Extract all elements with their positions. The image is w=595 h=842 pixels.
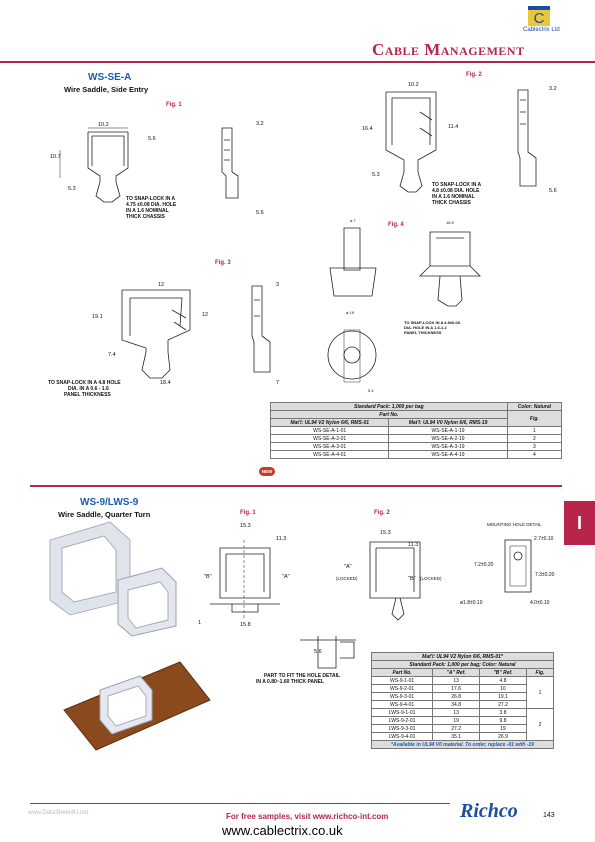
dim-label: 12	[158, 282, 165, 288]
dim-label: 11.3	[408, 542, 419, 548]
richco-logo: Richco	[460, 800, 518, 822]
dim-label: 18.4	[160, 380, 171, 386]
watermark: www.DataSheet4U.net	[28, 810, 89, 816]
fig-label: Fig. 2	[374, 510, 390, 516]
ws-9-spec-table: Mat'l: UL94 V2 Nylon 6/6, RMS-01* Standa…	[370, 652, 555, 749]
dim-label: 3	[276, 282, 280, 288]
new-badge: NEW	[259, 467, 275, 476]
dim-label: 15.3	[380, 530, 391, 536]
dim-label: "A"	[282, 574, 290, 580]
dim-label: 1	[198, 620, 202, 626]
dim-label: 2.7±0.10	[534, 536, 554, 542]
dim-label: 7	[276, 380, 280, 386]
dim-label: 11.4	[448, 124, 459, 130]
dim-label: (LOCKED)	[336, 576, 358, 581]
dim-label: 10.2	[408, 82, 419, 88]
dim-label: 5.6	[148, 136, 156, 142]
dim-label: 16.4	[362, 126, 373, 132]
fig-label: Fig. 2	[466, 72, 482, 78]
panel-note: PART TO FIT THE HOLE DETAIL IN A 0.80~1.…	[256, 673, 341, 685]
dim-label: (LOCKED)	[420, 576, 442, 581]
dim-label: ø 7	[350, 218, 356, 223]
fig-label: Fig. 1	[166, 102, 182, 108]
dim-label: 5.4	[368, 388, 374, 393]
svg-text:C: C	[534, 10, 545, 26]
dim-label: 5.6	[256, 210, 264, 216]
dim-label: "A"	[344, 564, 352, 570]
section-title-ws-se-a: WS-SE-A	[88, 72, 132, 83]
dim-label: 7.4	[108, 352, 116, 358]
section-subtitle-ws-se-a: Wire Saddle, Side Entry	[64, 85, 149, 94]
dim-label: 12	[202, 312, 209, 318]
dim-label: ø1.8±0.10	[460, 600, 483, 606]
footer-url: www.cablectrix.co.uk	[222, 823, 343, 838]
dim-label: 7.3±0.20	[535, 572, 555, 578]
dim-label: 4.0±0.10	[530, 600, 550, 606]
dim-label: 19.1	[92, 314, 103, 320]
footer-rule	[30, 803, 450, 804]
dim-label: 11.3	[276, 536, 287, 542]
dim-label: 10.7	[50, 154, 61, 160]
dim-label: 3.2	[549, 86, 557, 92]
dim-label: 5.3	[372, 172, 380, 178]
mount-title: MOUNTING HOLE DETAIL	[487, 522, 542, 527]
fig-label: Fig. 4	[388, 222, 404, 228]
fig-label: Fig. 1	[240, 510, 256, 516]
dim-label: 10.2	[98, 122, 109, 128]
dim-label: 3.2	[256, 121, 264, 127]
section-subtitle-ws-9: Wire Saddle, Quarter Turn	[58, 510, 151, 519]
dim-label: 15.3	[240, 523, 251, 529]
dim-label: "B"	[408, 576, 416, 582]
cablectrix-logo: C	[528, 6, 550, 27]
dim-label: 16.9	[446, 220, 454, 225]
dim-label: 5.6	[314, 649, 322, 655]
dim-label: ø 19	[346, 310, 355, 315]
dim-label: "B"	[204, 574, 212, 580]
dim-label: 5.3	[68, 186, 76, 192]
dim-label: 7.2±0.20	[474, 562, 494, 568]
header-rule	[0, 61, 595, 63]
dim-label: 5.6	[549, 188, 557, 194]
fig-label: Fig. 3	[215, 260, 231, 266]
section-divider	[30, 485, 562, 487]
dim-label: 15.8	[240, 622, 251, 628]
chapter-tab: I	[564, 501, 595, 545]
logo-subtitle: Cablectrix Ltd	[523, 27, 560, 33]
footer-samples: For free samples, visit www.richco-int.c…	[226, 812, 389, 821]
page-number: 143	[543, 812, 555, 819]
section-title-ws-9: WS-9/LWS-9	[80, 497, 139, 508]
page-title: Cable Management	[372, 40, 525, 59]
